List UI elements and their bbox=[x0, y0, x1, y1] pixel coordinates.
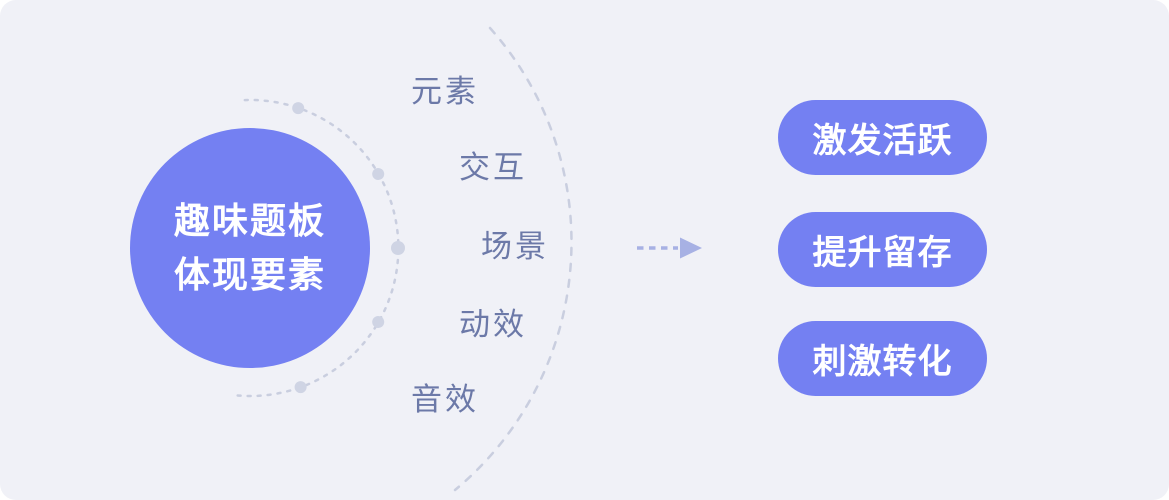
hub-title-line1: 趣味题板 bbox=[173, 200, 326, 241]
flow-arrow bbox=[637, 237, 702, 259]
orbit-dot bbox=[292, 102, 305, 115]
satellite-label-sound: 音效 bbox=[411, 382, 479, 417]
satellite-label-interaction: 交互 bbox=[459, 150, 527, 185]
satellite-label-scene: 场景 bbox=[481, 229, 549, 264]
outcome-pill-activate: 激发活跃 bbox=[778, 100, 987, 175]
orbit-dot bbox=[372, 168, 385, 180]
outcome-pill-convert: 刺激转化 bbox=[778, 321, 987, 396]
outcome-pill-retention: 提升留存 bbox=[778, 212, 987, 287]
satellite-label-elements: 元素 bbox=[411, 74, 479, 109]
flow-arrow-head-icon bbox=[680, 237, 702, 259]
orbit-dot bbox=[372, 316, 385, 328]
hub-circle: 趣味题板 体现要素 bbox=[130, 128, 370, 368]
orbit-dot bbox=[391, 241, 405, 255]
hub-title-line2: 体现要素 bbox=[173, 254, 326, 295]
satellite-label-motion: 动效 bbox=[459, 307, 527, 342]
orbit-dot bbox=[294, 381, 307, 394]
